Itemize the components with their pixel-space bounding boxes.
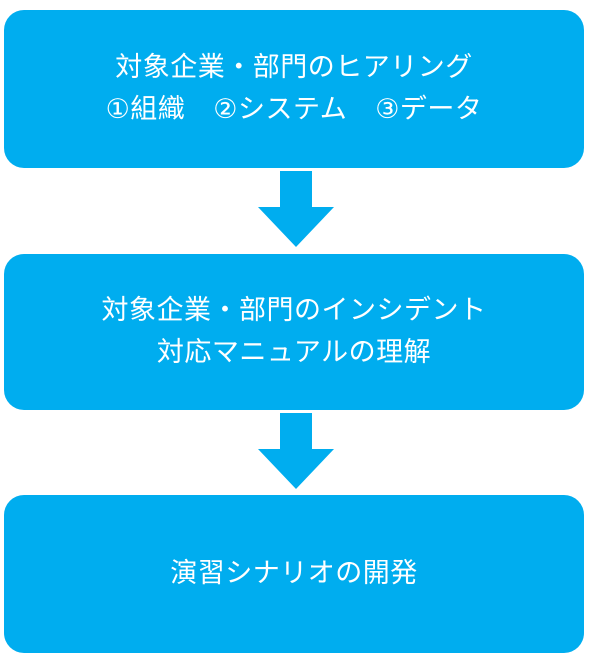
step-1-item-organization: ①組織 (105, 94, 186, 125)
step-1-items: ①組織 ②システム ③データ (106, 89, 483, 131)
flow-step-scenario-development: 演習シナリオの開発 (4, 495, 584, 653)
down-arrow-icon (258, 171, 334, 247)
step-3-title: 演習シナリオの開発 (170, 558, 418, 589)
step-2-title-line-2: 対応マニュアルの理解 (156, 337, 432, 368)
flow-step-manual-understanding: 対象企業・部門のインシデント 対応マニュアルの理解 (4, 254, 584, 410)
step-1-item-data: ③データ (375, 94, 483, 125)
down-arrow-icon (258, 413, 334, 489)
step-1-title: 対象企業・部門のヒアリング (115, 52, 473, 83)
step-1-item-system: ②システム (213, 94, 348, 125)
flow-step-hearing: 対象企業・部門のヒアリング ①組織 ②システム ③データ (4, 10, 584, 168)
step-2-title-line-1: 対象企業・部門のインシデント (101, 295, 487, 326)
